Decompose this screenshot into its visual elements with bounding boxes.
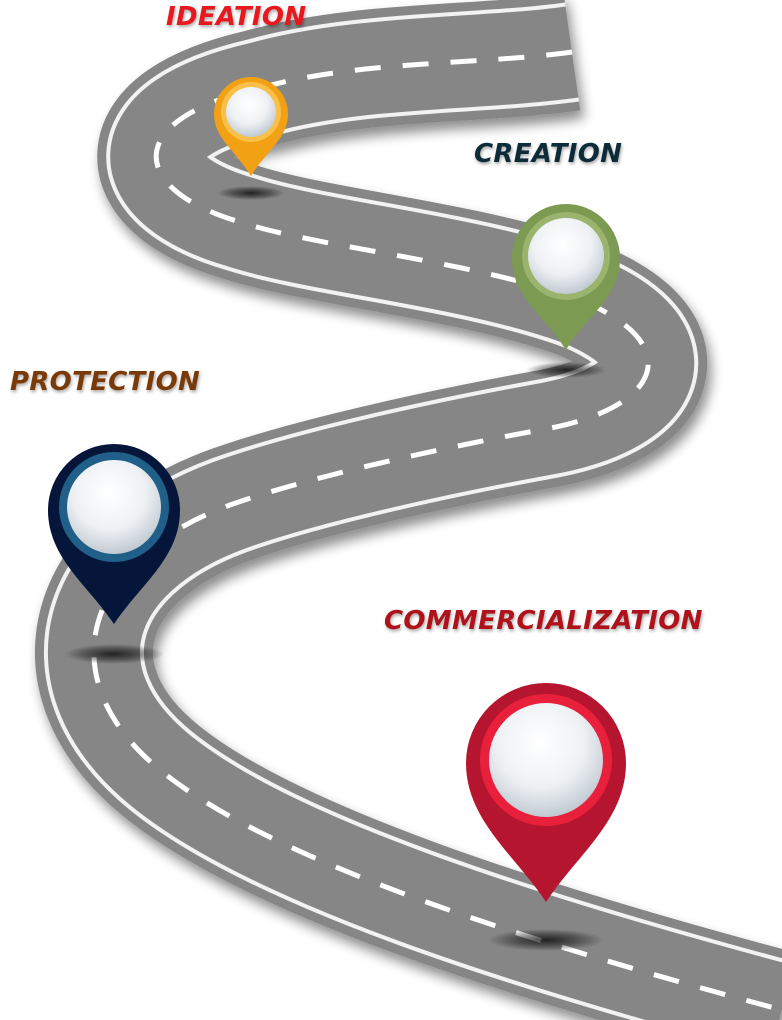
pin-ideation	[214, 77, 288, 200]
pin-shadow	[64, 644, 164, 664]
pin-shadow	[217, 186, 285, 200]
pin-face	[489, 703, 603, 817]
stage-label-creation: CREATION	[474, 139, 623, 169]
pin-shadow	[488, 929, 604, 951]
stage-label-commercialization: COMMERCIALIZATION	[384, 606, 703, 636]
road-asphalt	[48, 6, 782, 1020]
stage-label-ideation: IDEATION	[166, 2, 307, 32]
stage-label-protection: PROTECTION	[10, 367, 201, 397]
pin-shadow	[526, 362, 606, 378]
pin-protection	[48, 444, 180, 664]
pin-creation	[512, 204, 620, 378]
pin-face	[528, 218, 604, 294]
lane-divider	[91, 49, 782, 1013]
pin-face	[67, 460, 161, 554]
pin-commercialization	[466, 683, 626, 951]
road	[35, 0, 782, 1020]
pin-face	[226, 87, 276, 137]
